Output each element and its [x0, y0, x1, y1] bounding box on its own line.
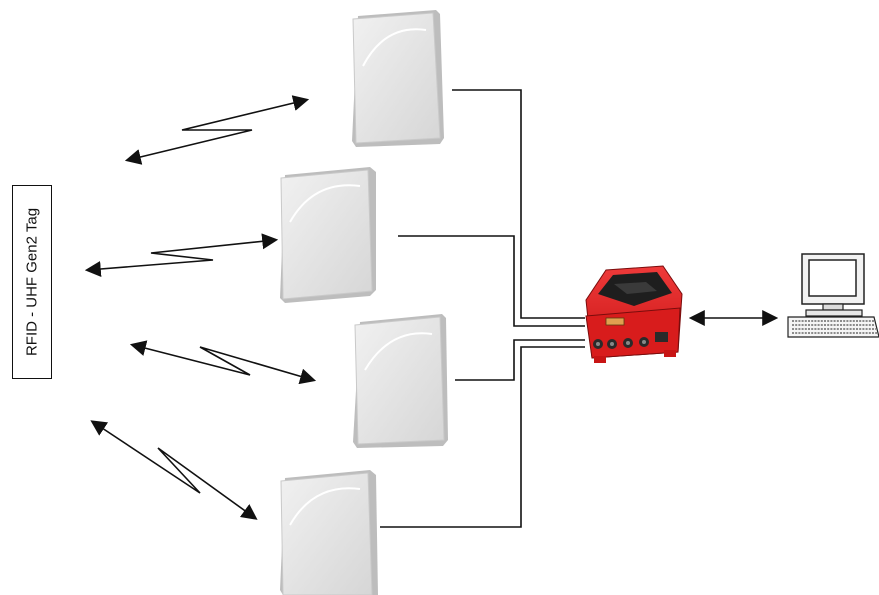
wireless-link-antenna-3: [133, 345, 313, 380]
wireless-links: [88, 100, 313, 518]
antenna-2-icon: [280, 167, 376, 303]
rfid-tag-label: RFID - UHF Gen2 Tag: [24, 208, 41, 356]
wireless-link-antenna-1: [128, 100, 306, 160]
wireless-link-antenna-4: [93, 422, 255, 518]
wireless-link-antenna-2: [88, 240, 275, 270]
antenna-cables: [380, 90, 585, 527]
antenna-4-icon: [280, 470, 378, 595]
cable-antenna-3: [455, 340, 585, 380]
rfid-tag-box: RFID - UHF Gen2 Tag: [12, 185, 52, 379]
reader-icon: [586, 266, 682, 363]
computer-icon: [788, 254, 879, 337]
antenna-3-icon: [353, 314, 448, 448]
cable-antenna-1: [452, 90, 585, 318]
cable-antenna-2: [398, 236, 585, 326]
antenna-1-icon: [352, 10, 444, 147]
